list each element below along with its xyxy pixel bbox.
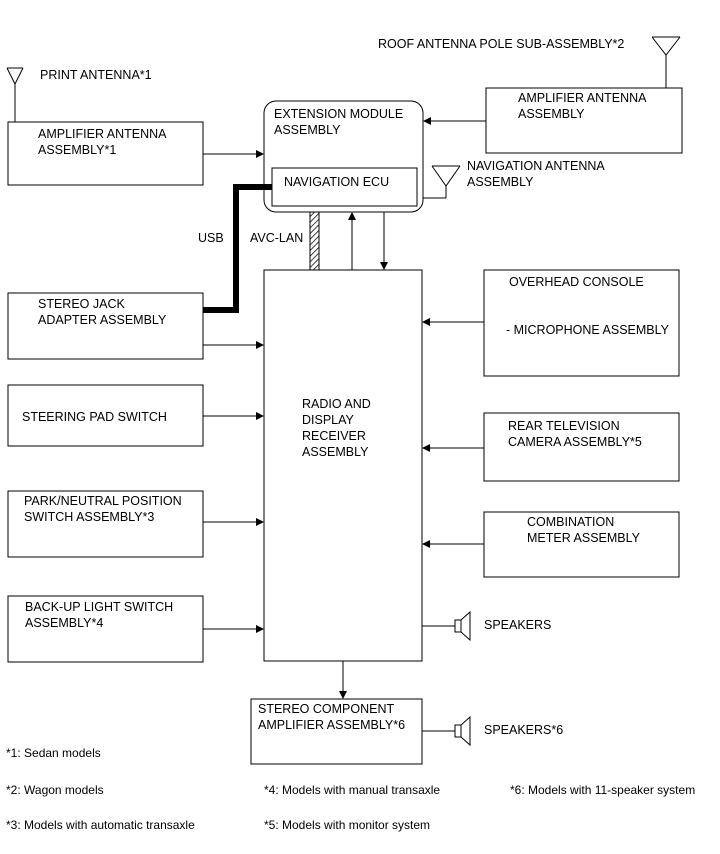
arrow-head [348, 212, 356, 220]
radio-receiver-box [263, 269, 423, 662]
navigation-ecu-label: NAVIGATION ECU [284, 175, 390, 189]
print-antenna-label: PRINT ANTENNA*1 [40, 68, 152, 82]
extension-module-label: EXTENSION MODULE ASSEMBLY [274, 107, 404, 137]
roof-antenna-icon [651, 36, 681, 88]
overhead-console-box [483, 269, 680, 377]
rear-camera-box [483, 412, 680, 482]
avc-lan-label: AVC-LAN [250, 231, 304, 245]
steering-pad-label: STEERING PAD SWITCH [22, 410, 167, 424]
footnote-3: *3: Models with automatic transaxle [6, 818, 195, 832]
backup-light-label: BACK-UP LIGHT SWITCH ASSEMBLY*4 [25, 600, 174, 630]
print-antenna-icon [6, 67, 24, 122]
arrow-head [422, 318, 430, 326]
footnote-4: *4: Models with manual transaxle [264, 783, 441, 797]
amp-antenna-left-label: AMPLIFIER ANTENNA ASSEMBLY*1 [38, 127, 167, 157]
speakers-label: SPEAKERS [484, 618, 552, 632]
park-neutral-label: PARK/NEUTRAL POSITION SWITCH ASSEMBLY*3 [24, 494, 182, 524]
arrow-head [256, 625, 264, 633]
arrow-head [422, 444, 430, 452]
extension-module-box [263, 100, 424, 213]
speakers-6-label: SPEAKERS*6 [484, 723, 564, 737]
arrow-head [256, 150, 264, 158]
arrow-head [339, 691, 347, 699]
combination-meter-label: COMBINATION METER ASSEMBLY [527, 515, 640, 545]
arrow-head [256, 518, 264, 526]
arrow-head [380, 262, 388, 270]
footnote-6: *6: Models with 11-speaker system [510, 783, 696, 797]
speakers-6-icon [422, 715, 471, 747]
microphone-label: - MICROPHONE ASSEMBLY [506, 323, 669, 337]
arrow-head [256, 412, 264, 420]
stereo-jack-label: STEREO JACK ADAPTER ASSEMBLY [38, 297, 167, 327]
overhead-console-label: OVERHEAD CONSOLE [509, 275, 644, 289]
avc-lan-bus [309, 211, 320, 271]
roof-antenna-label: ROOF ANTENNA POLE SUB-ASSEMBLY*2 [378, 37, 625, 51]
stereo-amp-label: STEREO COMPONENT AMPLIFIER ASSEMBLY*6 [258, 702, 406, 732]
footnote-2: *2: Wagon models [6, 783, 104, 797]
speakers-icon [422, 610, 471, 642]
arrow-head [256, 341, 264, 349]
stereo-jack-box [7, 292, 204, 360]
navigation-antenna-label: NAVIGATION ANTENNA ASSEMBLY [467, 159, 605, 189]
usb-cable [203, 184, 272, 313]
footnote-1: *1: Sedan models [6, 746, 101, 760]
footnote-5: *5: Models with monitor system [264, 818, 431, 832]
radio-receiver-label: RADIO AND DISPLAY RECEIVER ASSEMBLY [302, 397, 371, 459]
arrow-head [422, 540, 430, 548]
navigation-antenna-icon [423, 165, 461, 199]
amp-antenna-right-label: AMPLIFIER ANTENNA ASSEMBLY [518, 91, 647, 121]
usb-label: USB [198, 231, 224, 245]
arrow-head [423, 117, 431, 125]
park-neutral-box [7, 490, 204, 558]
rear-camera-label: REAR TELEVISION CAMERA ASSEMBLY*5 [508, 419, 642, 449]
